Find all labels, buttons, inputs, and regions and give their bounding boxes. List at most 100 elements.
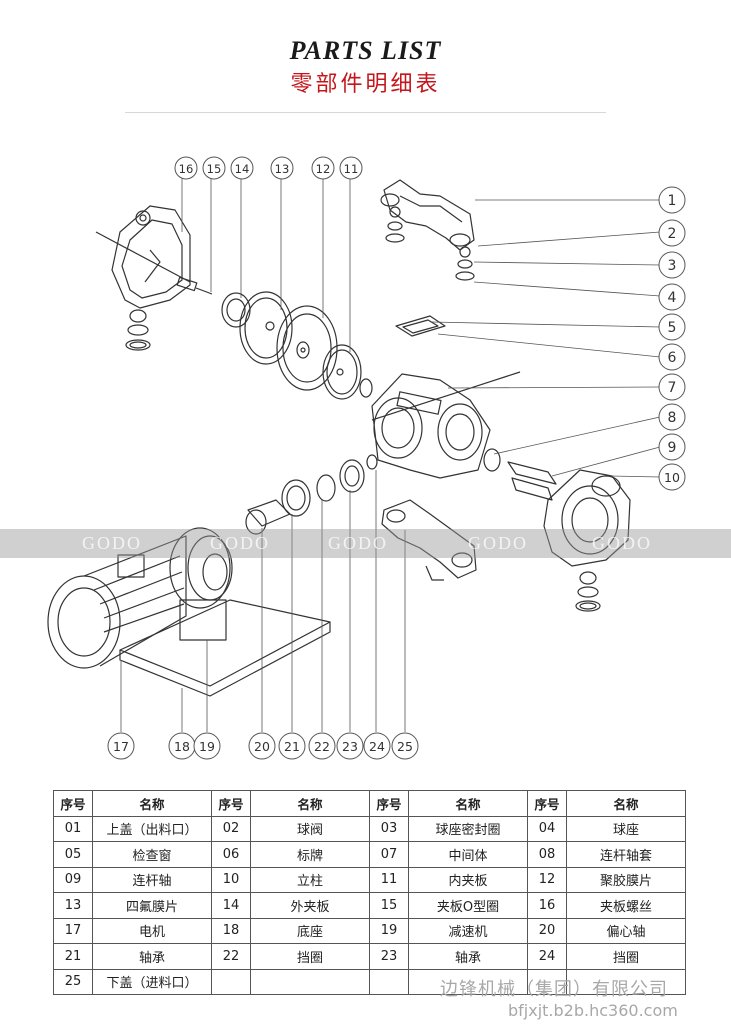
top-manifold-drawing (380, 179, 475, 281)
part-name: 检查窗 (92, 841, 212, 868)
part-no: 19 (369, 917, 409, 944)
part-name: 球阀 (250, 815, 370, 842)
callout-19: 19 (199, 739, 215, 754)
inspection-window-drawing (395, 315, 446, 337)
part-no: 04 (527, 815, 567, 842)
part-name: 外夹板 (250, 892, 370, 919)
table-row: 25 下盖（进料口） (53, 968, 686, 995)
table-header-row: 序号 名称 序号 名称 序号 名称 序号 名称 (53, 790, 686, 817)
part-no: 25 (53, 968, 93, 995)
part-no: 05 (53, 841, 93, 868)
header-no: 序号 (527, 790, 567, 817)
part-no: 21 (53, 943, 93, 970)
part-no: 16 (527, 892, 567, 919)
part-name: 轴承 (92, 943, 212, 970)
url-watermark: bfjxjt.b2b.hc360.com (508, 1001, 678, 1020)
rubber-diaphragm-drawing (276, 305, 338, 391)
part-no: 03 (369, 815, 409, 842)
watermark-text: GODO (210, 533, 270, 553)
part-no: 17 (53, 917, 93, 944)
part-name: 挡圈 (566, 943, 686, 970)
callout-6: 6 (668, 350, 677, 366)
middle-body-drawing (371, 371, 521, 479)
part-no: 06 (211, 841, 251, 868)
part-name (250, 968, 370, 995)
callout-22: 22 (314, 739, 330, 754)
part-no: 14 (211, 892, 251, 919)
connecting-rod-drawing (483, 448, 557, 501)
part-name: 中间体 (408, 841, 528, 868)
callout-17: 17 (113, 739, 129, 754)
outer-plate-drawing (221, 292, 251, 328)
callout-circles (107, 156, 686, 760)
callout-23: 23 (342, 739, 358, 754)
part-no: 24 (527, 943, 567, 970)
part-name: 减速机 (408, 917, 528, 944)
part-name: 聚胶膜片 (566, 866, 686, 893)
part-no: 12 (527, 866, 567, 893)
part-no (527, 968, 567, 995)
title-en: PARTS LIST (289, 36, 442, 65)
part-no: 01 (53, 815, 93, 842)
watermark-text: GODO (592, 533, 652, 553)
callout-4: 4 (668, 290, 677, 306)
part-name: 底座 (250, 917, 370, 944)
callout-24: 24 (369, 739, 385, 754)
watermark-text: GODO (82, 533, 142, 553)
table-row: 17 电机 18 底座 19 减速机 20 偏心轴 (53, 917, 686, 944)
ptfe-diaphragm-drawing (239, 291, 293, 365)
part-no: 15 (369, 892, 409, 919)
part-name (566, 968, 686, 995)
watermark-text: GODO (468, 533, 528, 553)
part-no: 10 (211, 866, 251, 893)
callout-16: 16 (179, 162, 194, 176)
parts-table: 序号 名称 序号 名称 序号 名称 序号 名称 01 上盖（出料口） 02 球阀… (53, 790, 686, 995)
table-row: 05 检查窗 06 标牌 07 中间体 08 连杆轴套 (53, 841, 686, 868)
callout-1: 1 (668, 193, 677, 209)
part-name: 球座 (566, 815, 686, 842)
callout-21: 21 (284, 739, 300, 754)
leader-lines (120, 178, 661, 732)
callout-10: 10 (664, 470, 680, 485)
part-name (408, 968, 528, 995)
callout-12: 12 (316, 162, 331, 176)
left-clamp-plate-drawing (95, 205, 191, 351)
inner-clamp-plate-drawing (322, 344, 362, 400)
callout-13: 13 (275, 162, 290, 176)
callout-3: 3 (668, 258, 677, 274)
part-name: 四氟膜片 (92, 892, 212, 919)
part-no: 18 (211, 917, 251, 944)
part-name: 上盖（出料口） (92, 815, 212, 842)
bottom-manifold-drawing (381, 499, 477, 581)
part-name: 下盖（进料口） (92, 968, 212, 995)
table-row: 13 四氟膜片 14 外夹板 15 夹板O型圈 16 夹板螺丝 (53, 892, 686, 919)
callout-25: 25 (397, 739, 413, 754)
header-no: 序号 (211, 790, 251, 817)
part-name: 内夹板 (408, 866, 528, 893)
part-name: 球座密封圈 (408, 815, 528, 842)
callout-15: 15 (207, 162, 222, 176)
part-name: 立柱 (250, 866, 370, 893)
bearing-assembly-drawing (245, 454, 378, 535)
right-cover-drawing (543, 469, 631, 612)
clamp-bolt-drawing (176, 276, 213, 295)
part-no: 20 (527, 917, 567, 944)
part-name: 连杆轴套 (566, 841, 686, 868)
part-name: 夹板O型圈 (408, 892, 528, 919)
part-name: 挡圈 (250, 943, 370, 970)
title-cn: 零部件明细表 (290, 72, 441, 97)
part-name: 偏心轴 (566, 917, 686, 944)
callout-8: 8 (668, 410, 677, 426)
watermark-text: GODO (328, 533, 388, 553)
header-name: 名称 (92, 790, 212, 817)
seal-ring-drawing (359, 378, 373, 398)
callout-18: 18 (174, 739, 190, 754)
part-no: 13 (53, 892, 93, 919)
callout-11: 11 (344, 162, 359, 176)
part-no (369, 968, 409, 995)
part-name: 电机 (92, 917, 212, 944)
part-no: 09 (53, 866, 93, 893)
table-row: 01 上盖（出料口） 02 球阀 03 球座密封圈 04 球座 (53, 815, 686, 842)
part-no: 22 (211, 943, 251, 970)
